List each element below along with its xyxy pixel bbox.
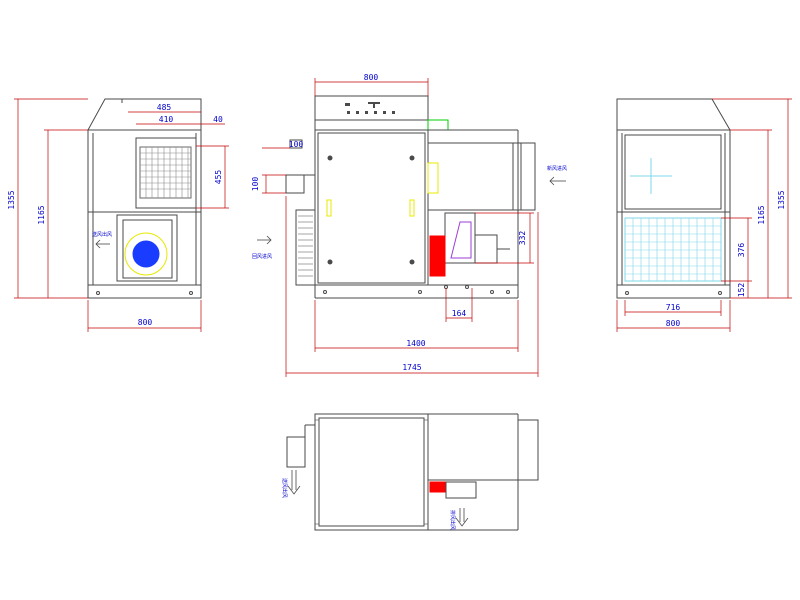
back-upper-panel bbox=[624, 134, 722, 210]
front-filter-grid-lines bbox=[140, 147, 191, 198]
top-corner-marks bbox=[315, 419, 428, 525]
side-fan-blade bbox=[450, 221, 472, 259]
top-main-inner bbox=[318, 417, 425, 527]
side-red-heater bbox=[429, 235, 446, 277]
back-dim-800: 800 bbox=[666, 319, 681, 328]
front-foot-right bbox=[189, 291, 193, 295]
control-panel-buttons bbox=[345, 102, 395, 114]
side-dim-164: 164 bbox=[452, 309, 467, 318]
top-fan-box bbox=[445, 481, 477, 499]
back-top-hood bbox=[616, 98, 731, 131]
back-dim-height-body: 1165 bbox=[757, 205, 766, 224]
back-foot-right bbox=[718, 291, 722, 295]
top-right-label: 排风出风 bbox=[449, 510, 456, 530]
side-dim-100b: 100 bbox=[251, 177, 260, 192]
top-red-heater bbox=[429, 481, 447, 493]
front-dim-filter-inner: 410 bbox=[159, 115, 174, 124]
side-dim-1400: 1400 bbox=[406, 339, 425, 348]
front-outlet-label: 送风出风 bbox=[92, 231, 112, 238]
front-fan-housing bbox=[124, 232, 168, 276]
front-filter-frame bbox=[135, 137, 197, 209]
top-right-arrow bbox=[455, 508, 469, 527]
front-dim-filter-width: 485 bbox=[157, 103, 172, 112]
back-foot-left bbox=[625, 291, 629, 295]
back-dim-152: 152 bbox=[737, 283, 746, 298]
top-left-label: 送风出风 bbox=[281, 478, 288, 498]
front-fan-inner bbox=[122, 219, 173, 279]
back-body bbox=[616, 129, 731, 299]
side-fresh-label: 新风进风 bbox=[547, 165, 567, 172]
side-main-inner bbox=[317, 132, 426, 284]
side-return-arrow bbox=[257, 235, 272, 245]
side-return-duct bbox=[285, 174, 305, 194]
side-dim-100a: 100 bbox=[289, 140, 304, 149]
front-dim-height-body: 1165 bbox=[37, 205, 46, 224]
side-dimensions bbox=[262, 78, 539, 377]
back-dim-716: 716 bbox=[666, 303, 681, 312]
back-dim-376: 376 bbox=[737, 243, 746, 258]
front-filter-grid bbox=[139, 146, 192, 199]
front-dim-height-total: 1355 bbox=[7, 190, 16, 209]
back-view bbox=[616, 98, 731, 299]
front-fan-icon bbox=[132, 240, 160, 268]
back-crosshair bbox=[630, 158, 672, 194]
front-fan-frame bbox=[116, 214, 178, 282]
side-return-label: 回风进风 bbox=[252, 253, 272, 260]
side-return-grille bbox=[295, 209, 316, 286]
side-door-handles bbox=[327, 155, 415, 265]
top-fresh-duct bbox=[517, 419, 539, 481]
side-dim-1745: 1745 bbox=[402, 363, 421, 372]
front-dim-filter-height: 455 bbox=[214, 170, 223, 185]
front-foot-left bbox=[96, 291, 100, 295]
side-filter-3 bbox=[427, 162, 439, 194]
side-green-connector bbox=[427, 119, 449, 131]
side-upper-nozzle bbox=[289, 139, 303, 149]
side-fresh-arrow bbox=[549, 176, 566, 186]
top-left-arrow bbox=[287, 470, 301, 495]
front-view bbox=[87, 98, 202, 299]
side-dim-top: 800 bbox=[364, 73, 379, 82]
side-fresh-air-duct bbox=[512, 142, 536, 211]
front-dim-filter-side: 40 bbox=[213, 115, 223, 124]
back-dimensions bbox=[616, 98, 792, 332]
back-dim-height-total: 1355 bbox=[777, 190, 786, 209]
side-filter-1 bbox=[326, 199, 332, 217]
front-outlet-arrow bbox=[95, 239, 110, 249]
front-dim-width: 800 bbox=[138, 318, 153, 327]
side-feet bbox=[323, 285, 510, 294]
side-motor bbox=[474, 234, 498, 264]
side-filter-2 bbox=[409, 199, 415, 217]
top-main-body bbox=[314, 413, 429, 531]
side-control-box bbox=[314, 95, 429, 131]
top-view bbox=[286, 413, 539, 531]
top-left-duct bbox=[286, 436, 306, 468]
side-return-grille-slats bbox=[298, 215, 313, 277]
side-main-body bbox=[314, 129, 429, 286]
front-dimensions bbox=[14, 98, 229, 332]
front-top-hood bbox=[87, 98, 202, 131]
side-view bbox=[285, 95, 536, 299]
side-dim-332: 332 bbox=[518, 231, 527, 246]
back-grid-lines bbox=[625, 218, 721, 281]
front-body bbox=[87, 129, 202, 299]
